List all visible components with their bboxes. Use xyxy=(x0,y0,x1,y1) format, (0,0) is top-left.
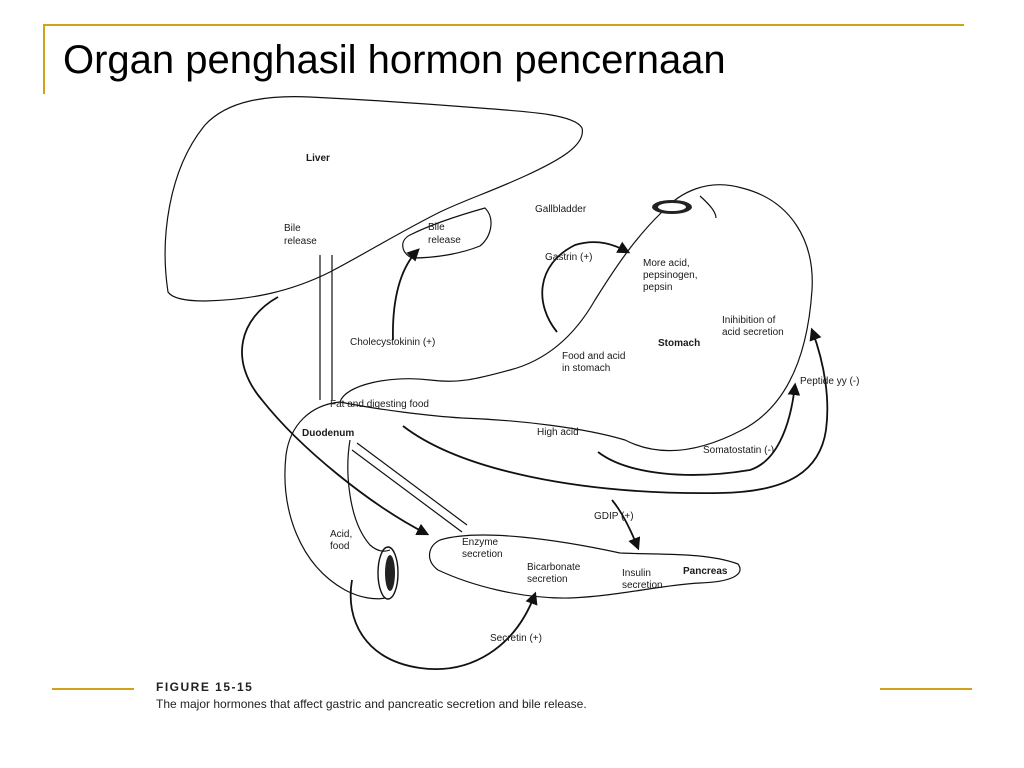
gdip-label: GDIP (+) xyxy=(594,511,634,522)
duodenum-inner xyxy=(347,439,391,552)
food-acid-stomach-line2: in stomach xyxy=(562,363,610,374)
peptide-yy-label: Peptide yy (-) xyxy=(800,376,859,387)
inhibition-line2: acid secretion xyxy=(722,327,784,338)
gallbladder-label: Gallbladder xyxy=(535,204,587,215)
stomach-label: Stomach xyxy=(658,338,700,349)
common-bile-duct-b xyxy=(356,442,468,526)
top-accent-rule xyxy=(44,24,964,26)
enzyme-secretion-line1: Enzyme xyxy=(462,537,499,548)
bile-release-gallbladder-line2: release xyxy=(428,235,461,246)
figure-number: FIGURE 15-15 xyxy=(156,680,254,694)
insulin-secretion-line2: secretion xyxy=(622,580,663,591)
bile-release-liver-line2: release xyxy=(284,236,317,247)
fat-loop-arrow xyxy=(241,296,430,536)
high-acid-label: High acid xyxy=(537,427,579,438)
more-acid-line3: pepsin xyxy=(643,282,672,293)
fat-food-label: Fat and digesting food xyxy=(330,399,429,410)
gastrin-arrow xyxy=(541,241,631,333)
common-bile-duct-a xyxy=(351,449,463,533)
secretin-arrow xyxy=(349,579,538,670)
pancreas-label: Pancreas xyxy=(683,566,728,577)
bile-release-gallbladder-line1: Bile xyxy=(428,222,445,233)
inhibition-line1: Inihibition of xyxy=(722,315,776,326)
gallbladder-outline xyxy=(402,207,492,259)
bicarbonate-secretion-line1: Bicarbonate xyxy=(527,562,581,573)
bicarbonate-secretion-line2: secretion xyxy=(527,574,568,585)
gdip-arrow xyxy=(611,499,641,551)
bottom-accent-rule-left xyxy=(52,688,134,690)
acid-food-line2: food xyxy=(330,541,349,552)
figure-caption: The major hormones that affect gastric a… xyxy=(156,697,587,711)
somatostatin-arrow xyxy=(597,382,801,476)
slide-title: Organ penghasil hormon pencernaan xyxy=(63,38,726,82)
peptide-yy-arrow xyxy=(402,327,829,494)
secretin-label: Secretin (+) xyxy=(490,633,542,644)
more-acid-line1: More acid, xyxy=(643,258,690,269)
enzyme-secretion-line2: secretion xyxy=(462,549,503,560)
stomach-outline xyxy=(339,184,813,452)
duodenum-outline xyxy=(284,401,386,600)
acid-food-line1: Acid, xyxy=(330,529,352,540)
stomach-fundus-notch xyxy=(699,195,717,219)
bottom-accent-rule-right xyxy=(880,688,972,690)
esophagus-opening-inner xyxy=(658,203,686,211)
somatostatin-label: Somatostatin (-) xyxy=(703,445,774,456)
pancreas-outline xyxy=(429,534,741,599)
bile-release-liver-line1: Bile xyxy=(284,223,301,234)
duodenum-label: Duodenum xyxy=(302,428,354,439)
duodenum-tube-lumen xyxy=(385,555,395,591)
gastrin-label: Gastrin (+) xyxy=(545,252,593,263)
side-accent-rule xyxy=(43,24,45,94)
liver-label: Liver xyxy=(306,153,330,164)
food-acid-stomach-line1: Food and acid xyxy=(562,351,625,362)
liver-outline xyxy=(164,96,583,302)
more-acid-line2: pepsinogen, xyxy=(643,270,698,281)
duodenum-tube-end xyxy=(377,546,399,600)
insulin-secretion-line1: Insulin xyxy=(622,568,651,579)
cholecystokinin-label: Cholecystokinin (+) xyxy=(350,337,435,348)
cholecystokinin-arrow xyxy=(392,248,420,341)
